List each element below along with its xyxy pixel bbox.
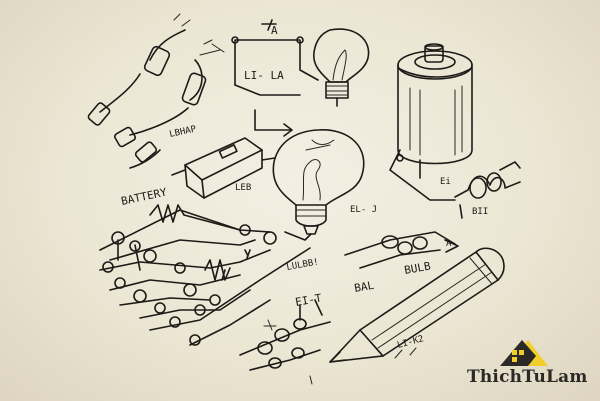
label-ei: Ei <box>440 177 451 187</box>
label-a-top: A <box>271 24 278 37</box>
label-battery: BATTERY <box>120 186 168 208</box>
coil-resistor-sketch <box>454 161 521 219</box>
label-bal: BAL <box>353 279 375 295</box>
pencil-marks <box>394 347 417 359</box>
component-network-sketch <box>99 209 311 346</box>
wire-top-circuit <box>231 19 319 137</box>
brand-logo-mark <box>500 340 548 366</box>
large-bulb-sketch <box>272 129 365 241</box>
wire-battery-resistor <box>389 149 456 201</box>
label-lbhap: LBHAP <box>169 124 198 140</box>
label-li-la: LI- LA <box>244 69 284 82</box>
label-el-j: EL- J <box>350 205 377 215</box>
label-bii: BII <box>472 207 488 217</box>
label-bulb: BULB <box>403 259 432 276</box>
cable-connectors-sketch <box>87 13 225 169</box>
label-a-right: A <box>446 239 452 249</box>
battery-cylinder-sketch <box>397 43 473 165</box>
small-bulb-sketch <box>312 28 370 107</box>
label-ei-t: EI-T <box>294 291 323 308</box>
capacitor-row-sketch <box>344 231 459 269</box>
switch-box-sketch <box>171 137 276 199</box>
pencil-sketch <box>329 247 505 363</box>
label-leb: LEB <box>235 183 251 193</box>
label-formula: LI-K2 <box>396 334 425 351</box>
brand-logo-text: ThichTuLam <box>467 367 588 387</box>
bottom-components-sketch <box>239 299 331 385</box>
